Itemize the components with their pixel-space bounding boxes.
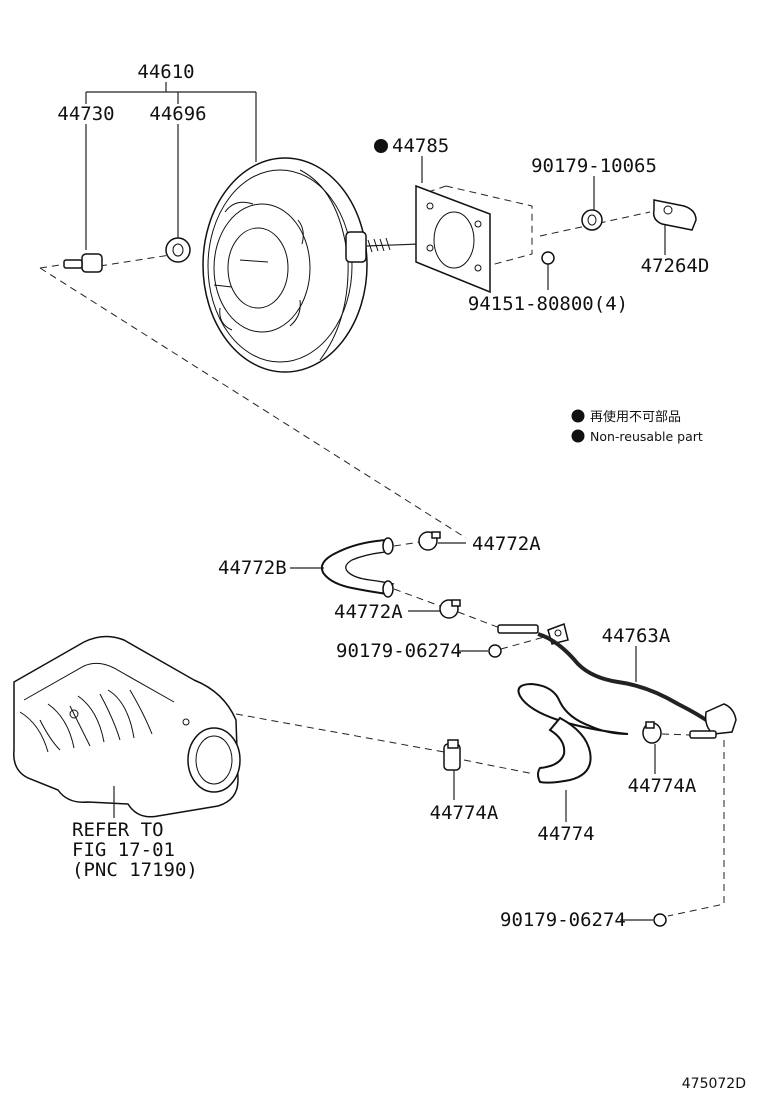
legend-text-en: Non-reusable part — [590, 429, 703, 444]
label-44696: 44696 — [149, 103, 206, 125]
label-44772B: 44772B — [218, 557, 287, 579]
label-94151-80800: 94151-80800(4) — [468, 293, 628, 315]
legend-bullet-icon-en — [571, 429, 585, 443]
label-90179-10065: 90179-10065 — [531, 155, 657, 177]
leader-44610-bracket — [85, 82, 257, 162]
label-90179-06274-b: 90179-06274 — [500, 909, 626, 931]
axis-line-manifold — [235, 713, 445, 753]
refer-line-2: FIG 17-01 — [72, 839, 175, 861]
label-44774A-right: 44774A — [628, 775, 697, 797]
clamp-44774A-left — [443, 739, 461, 771]
bracket-box — [445, 185, 533, 269]
label-44763A: 44763A — [602, 625, 671, 647]
axis-line-front — [539, 211, 651, 237]
clamp-44772A-mid — [439, 599, 461, 619]
axis-line-return — [39, 261, 81, 269]
brake-booster-44610 — [202, 157, 421, 373]
label-47264D: 47264D — [641, 255, 710, 277]
label-44772A-top: 44772A — [472, 533, 541, 555]
clevis-47264D — [652, 199, 697, 231]
axis-line-rear — [99, 254, 171, 267]
clamp-44774A-right — [642, 721, 662, 744]
check-valve-44730 — [63, 253, 103, 273]
grommet-44696 — [165, 237, 191, 263]
axis-line-to-hose — [39, 267, 467, 539]
label-44774A-left: 44774A — [430, 802, 499, 824]
legend-text-jp: 再使用不可部品 — [590, 409, 681, 425]
nut-90179-06274-a — [488, 644, 502, 658]
refer-line-3: (PNC 17190) — [72, 859, 198, 881]
pipe-end-fitting — [689, 730, 717, 739]
gasket-44785 — [415, 184, 491, 294]
label-44610: 44610 — [137, 61, 194, 83]
figure-id: 475072D — [682, 1076, 746, 1092]
hose-44772B — [320, 537, 395, 598]
nut-94151-80800 — [541, 251, 555, 265]
nut-90179-10065 — [581, 209, 603, 231]
pipe-44763A — [497, 623, 737, 735]
label-44785: 44785 — [392, 135, 449, 157]
non-reusable-bullet-icon — [374, 139, 388, 153]
refer-line-1: REFER TO — [72, 819, 164, 841]
legend-bullet-icon-jp — [571, 409, 585, 423]
hose-44774 — [517, 682, 629, 784]
axis-line-right-vertical — [667, 740, 725, 917]
clamp-44772A-top — [418, 531, 441, 551]
nut-90179-06274-b — [653, 913, 667, 927]
label-44772A-mid: 44772A — [334, 601, 403, 623]
label-90179-06274-a: 90179-06274 — [336, 640, 462, 662]
label-44730: 44730 — [57, 103, 114, 125]
intake-manifold-illustration — [13, 635, 241, 818]
label-44774: 44774 — [537, 823, 594, 845]
